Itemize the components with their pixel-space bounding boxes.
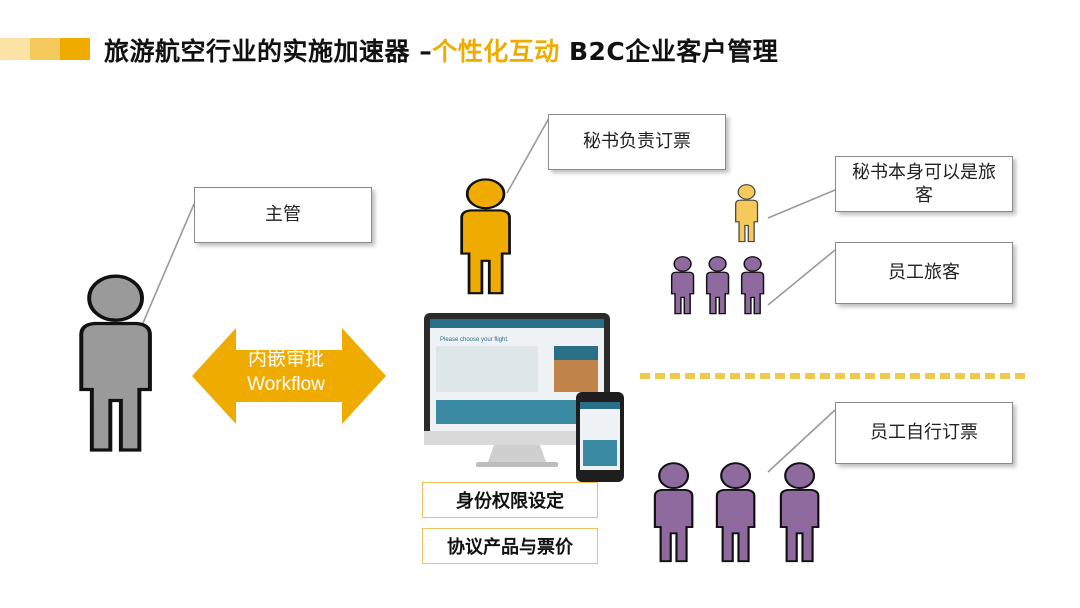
secretary-books-label: 秘书负责订票: [583, 131, 691, 153]
manager-label: 主管: [265, 204, 301, 226]
agreement-tag: 协议产品与票价: [422, 528, 598, 564]
workflow-line2: Workflow: [247, 373, 325, 395]
secretary-person-icon: [460, 178, 511, 295]
line-secretary: [506, 117, 550, 194]
line-secretary-traveler: [767, 189, 836, 219]
page-title: 旅游航空行业的实施加速器 –个性化互动 B2C企业客户管理: [104, 32, 778, 68]
employee-traveler-group-icon: [670, 255, 765, 315]
mobile-phone-icon: [576, 392, 624, 482]
desktop-monitor-icon: [424, 313, 610, 467]
manager-callout: 主管: [194, 187, 372, 243]
secretary-traveler-person-icon: [735, 184, 759, 243]
line-manager: [139, 203, 195, 331]
title-decor-bar: [0, 38, 90, 60]
secretary-books-callout: 秘书负责订票: [548, 114, 726, 170]
workflow-arrow-label: 内嵌审批 Workflow: [206, 348, 366, 397]
title-accent: 个性化互动: [432, 37, 560, 66]
employee-self-book-label: 员工自行订票: [870, 422, 978, 444]
secretary-traveler-callout: 秘书本身可以是旅客: [835, 156, 1013, 212]
screen-prompt-text: Please choose your flight.: [440, 337, 509, 343]
secretary-traveler-label: 秘书本身可以是旅客: [852, 161, 996, 206]
title-rest: B2C企业客户管理: [559, 37, 779, 66]
line-employee-self: [767, 409, 836, 473]
title-main: 旅游航空行业的实施加速器 –: [104, 37, 433, 66]
employee-traveler-label: 员工旅客: [888, 262, 960, 284]
line-employee-traveler: [767, 249, 836, 306]
employee-self-book-callout: 员工自行订票: [835, 402, 1013, 464]
connector-lines: [139, 117, 836, 473]
permissions-tag: 身份权限设定: [422, 482, 598, 518]
workflow-double-arrow-icon: [192, 328, 386, 424]
permissions-label: 身份权限设定: [456, 491, 564, 512]
employee-self-book-group-icon: [653, 462, 820, 563]
manager-person-icon: [79, 274, 152, 452]
workflow-line1: 内嵌审批: [247, 349, 324, 370]
employee-traveler-callout: 员工旅客: [835, 242, 1013, 304]
agreement-label: 协议产品与票价: [447, 537, 573, 558]
